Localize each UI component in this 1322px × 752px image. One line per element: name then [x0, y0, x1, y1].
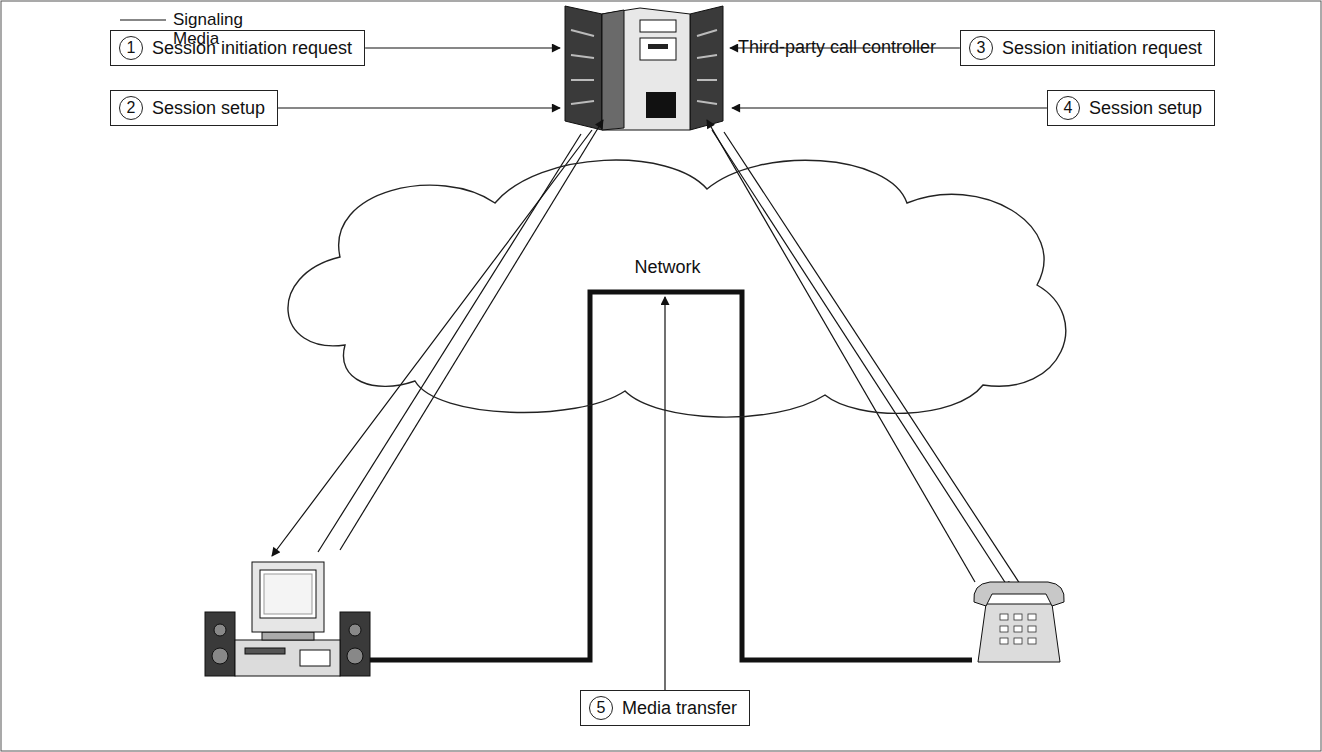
- callout-number: 2: [119, 96, 143, 120]
- drawing-part: [1028, 614, 1036, 620]
- drawing-part: [1000, 638, 1008, 644]
- callout-text: Session initiation request: [1002, 38, 1202, 59]
- drawing-part: [214, 624, 226, 636]
- drawing-part: [697, 101, 717, 104]
- drawing-part: [571, 101, 594, 104]
- drawing-part: [235, 640, 340, 676]
- drawing-part: [349, 624, 361, 636]
- controller-label: Third-party call controller: [738, 37, 936, 58]
- drawing-part: [571, 55, 594, 58]
- drawing-part: [565, 6, 602, 130]
- telephone-icon: [974, 582, 1064, 662]
- drawing-part: [602, 8, 690, 130]
- drawing-part: [260, 570, 316, 618]
- signaling-lines: [272, 120, 1024, 590]
- drawing-part: [300, 650, 330, 666]
- network-label: Network: [634, 257, 700, 278]
- drawing-part: [646, 92, 676, 118]
- drawing-part: [978, 604, 1060, 662]
- server-icon: [565, 6, 723, 130]
- legend-text: Signaling: [173, 10, 243, 30]
- drawing-part: [365, 47, 560, 48]
- callout-number: 5: [589, 696, 613, 720]
- drawing-part: [245, 648, 285, 654]
- drawing-part: [1000, 626, 1008, 632]
- callout-box: 4 Session setup: [1047, 90, 1215, 126]
- computer-icon: [205, 562, 370, 676]
- drawing-part: [205, 612, 235, 676]
- callout-text: Session setup: [152, 98, 265, 119]
- drawing-part: [340, 120, 603, 550]
- drawing-part: [712, 130, 1010, 590]
- callout-box: 5 Media transfer: [580, 690, 750, 726]
- signaling-sample: [120, 19, 166, 20]
- drawing-part: [1000, 614, 1008, 620]
- drawing-part: [640, 38, 676, 60]
- server-label: Third-party call controller: [738, 37, 936, 57]
- drawing-part: [602, 10, 624, 130]
- drawing-part: [1028, 626, 1036, 632]
- drawing-part: [697, 79, 717, 81]
- drawing-part: [318, 134, 581, 552]
- drawing-part: [640, 20, 676, 32]
- drawing-part: [1014, 638, 1022, 644]
- drawing-part: [1014, 626, 1022, 632]
- drawing-part: [571, 79, 594, 81]
- drawing-part: [690, 6, 723, 130]
- drawing-part: [340, 612, 370, 676]
- drawing-part: [697, 30, 717, 36]
- callout-box: 2 Session setup: [110, 90, 278, 126]
- network-cloud: Network: [255, 145, 1080, 420]
- drawing-part: [974, 582, 1064, 606]
- legend-text: Media: [173, 29, 219, 49]
- leader-arrows: [278, 48, 1047, 690]
- drawing-part: [664, 297, 665, 690]
- drawing-part: [252, 562, 324, 632]
- media-line: [370, 292, 972, 660]
- callout-box: 1Session initiation request: [110, 30, 365, 66]
- callout-number: 1: [119, 36, 143, 60]
- drawing-part: [1014, 614, 1022, 620]
- cloud-outline: [288, 160, 1066, 417]
- callout-number: 4: [1056, 96, 1080, 120]
- drawing-part: [1028, 638, 1036, 644]
- drawing-part: [648, 44, 668, 49]
- cloud-outline: [255, 145, 1080, 420]
- drawing-part: [707, 120, 975, 582]
- callout-text: Media transfer: [622, 698, 737, 719]
- callout-box: 3 Session initiation request: [960, 30, 1215, 66]
- drawing-part: [264, 574, 312, 614]
- callout-text: Session setup: [1089, 98, 1202, 119]
- drawing-part: [697, 55, 717, 58]
- drawing-part: [1000, 614, 1036, 644]
- drawing-part: [732, 107, 1047, 108]
- drawing-part: [571, 30, 594, 36]
- drawing-part: [347, 648, 363, 664]
- callout-number: 3: [969, 36, 993, 60]
- drawing-part: [262, 632, 314, 640]
- drawing-part: [278, 107, 560, 108]
- drawing-part: [724, 132, 1024, 590]
- drawing-part: [272, 130, 592, 556]
- drawing-part: [212, 648, 228, 664]
